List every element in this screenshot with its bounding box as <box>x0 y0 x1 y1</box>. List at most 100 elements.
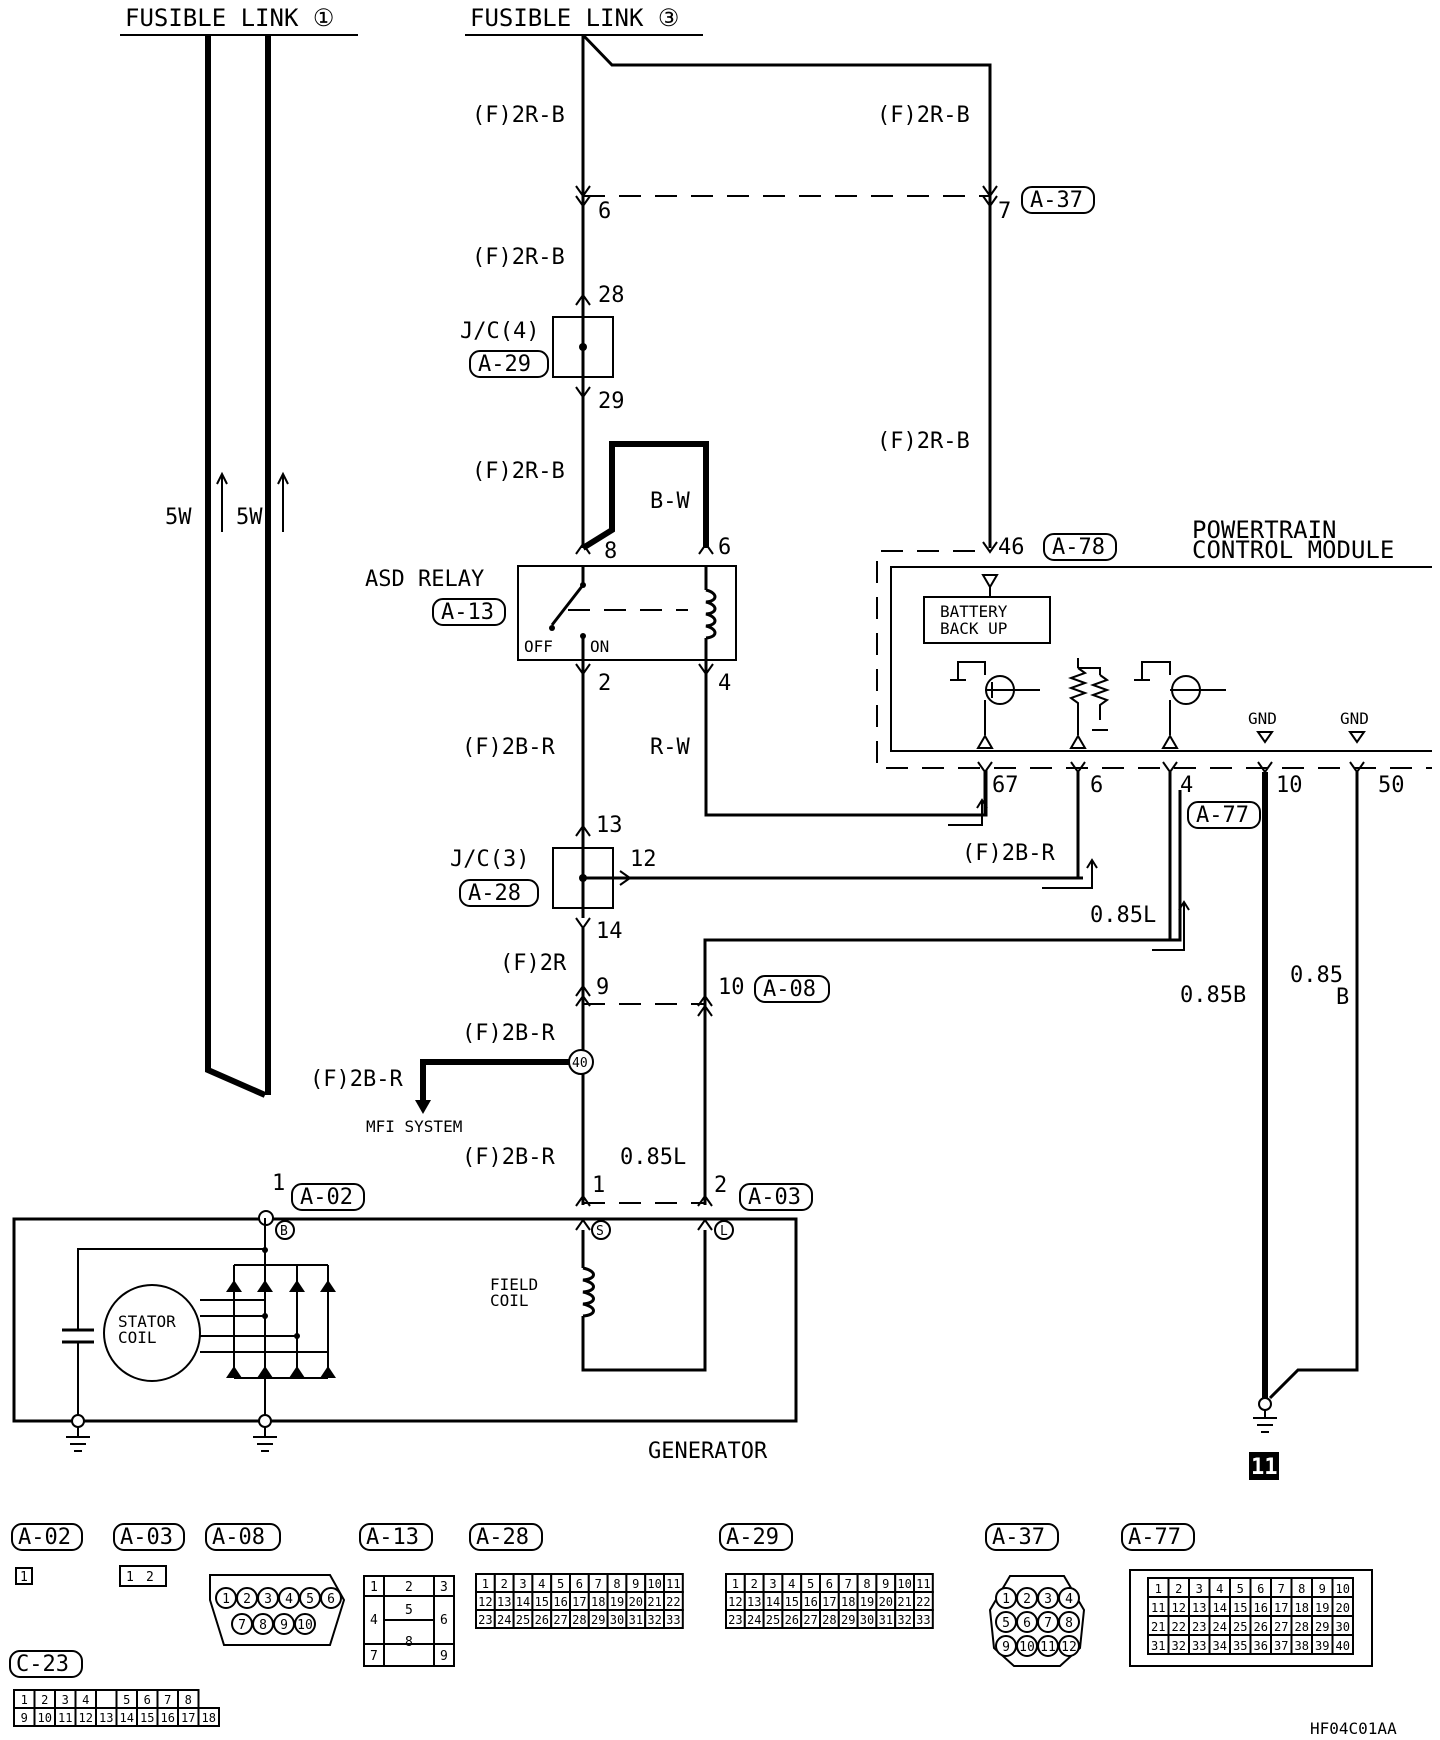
pcm-label-2: CONTROL MODULE <box>1192 536 1394 564</box>
view-a77-pin: 35 <box>1233 1639 1247 1653</box>
pin-14: 14 <box>596 919 623 944</box>
view-c23-cell <box>197 1707 220 1727</box>
pin-2-relay: 2 <box>598 671 611 696</box>
view-a77-pin: 1 <box>1155 1582 1162 1596</box>
pin-4-relay: 4 <box>718 671 731 696</box>
view-a77-label: A-77 <box>1128 1525 1181 1550</box>
mfi-system-label: MFI SYSTEM <box>366 1117 462 1136</box>
wire-label-085l-2: 0.85L <box>1090 903 1156 928</box>
view-a28-pin: 12 <box>478 1595 492 1609</box>
wire-label-f2br-1: (F)2B-R <box>462 735 555 760</box>
asd-relay-box <box>517 565 737 661</box>
view-a77-pin: 23 <box>1192 1620 1206 1634</box>
asd-relay-label: ASD RELAY <box>365 567 484 592</box>
view-a77-pin: 5 <box>1237 1582 1244 1596</box>
view-a02-label: A-02 <box>18 1525 71 1550</box>
relay-on-label: ON <box>590 637 609 656</box>
terminal-l-label: L <box>720 1224 728 1239</box>
jc4-label: J/C(4) <box>460 319 539 344</box>
connector-a37-label: A-37 <box>1030 188 1083 213</box>
view-a77-pin: 28 <box>1295 1620 1309 1634</box>
view-a77-pin: 39 <box>1315 1639 1329 1653</box>
view-a29-pin: 6 <box>826 1577 833 1591</box>
view-a29-pin: 25 <box>766 1613 780 1627</box>
connector-tag-a29 <box>469 350 549 378</box>
view-a29-pin: 22 <box>916 1595 930 1609</box>
figure-code: HF04C01AA <box>1310 1719 1397 1738</box>
view-a28-pin: 20 <box>629 1595 643 1609</box>
view-a08-pin: 2 <box>243 1592 251 1607</box>
fusible-link-1-label: FUSIBLE LINK ① <box>125 4 334 32</box>
view-a28-pin: 2 <box>501 1577 508 1591</box>
view-a08-pin-circle <box>294 1613 316 1635</box>
view-a37-pin: 12 <box>1061 1640 1077 1655</box>
view-a77-pin: 3 <box>1196 1582 1203 1596</box>
connector-tag-a77 <box>1187 801 1261 829</box>
view-a28-pin: 26 <box>535 1613 549 1627</box>
wire-label-085-top: 0.85 <box>1290 963 1343 988</box>
view-a77-pin: 38 <box>1295 1639 1309 1653</box>
pin-10-a08: 10 <box>718 975 745 1000</box>
wire-label-5w-b: 5W <box>236 505 263 530</box>
view-a29-pin: 8 <box>863 1577 870 1591</box>
view-a29-pin: 16 <box>803 1595 817 1609</box>
wire-label-085l-1: 0.85L <box>620 1145 686 1170</box>
view-a77-pin: 32 <box>1172 1639 1186 1653</box>
view-a29-pin: 15 <box>785 1595 799 1609</box>
connector-tag-a02 <box>291 1183 365 1211</box>
view-c23-pin: 5 <box>123 1693 130 1707</box>
view-a77-pin: 9 <box>1319 1582 1326 1596</box>
junction-connector-4: 28 29 J/C(4) A-29 <box>460 283 625 414</box>
stator-coil-label-1: STATOR <box>118 1312 176 1331</box>
view-a28-pin: 8 <box>613 1577 620 1591</box>
view-a77-pin: 22 <box>1172 1620 1186 1634</box>
view-c23-pin: 11 <box>58 1711 72 1725</box>
fusible-link-3-label: FUSIBLE LINK ③ <box>470 4 679 32</box>
view-a28-pin: 27 <box>553 1613 567 1627</box>
view-a03-label: A-03 <box>120 1525 173 1550</box>
ground-ref-box <box>1249 1452 1279 1480</box>
view-a37-pin: 5 <box>1002 1616 1010 1631</box>
view-a08-pin: 4 <box>285 1592 293 1607</box>
view-a77-pin: 21 <box>1151 1620 1165 1634</box>
view-a28-pin: 22 <box>666 1595 680 1609</box>
terminal-s-label: S <box>596 1224 604 1239</box>
junction-connector-3: 13 12 14 J/C(3) A-28 <box>450 813 1083 944</box>
pin-8: 8 <box>604 539 617 564</box>
view-a37-pin: 1 <box>1002 1592 1010 1607</box>
view-a28-pin: 3 <box>519 1577 526 1591</box>
view-a29-pin: 29 <box>841 1613 855 1627</box>
view-c23-pin: 18 <box>202 1711 216 1725</box>
view-a28-pin: 31 <box>629 1613 643 1627</box>
view-a29-pin: 20 <box>879 1595 893 1609</box>
pin-1-a03: 1 <box>592 1173 605 1198</box>
view-a28-pin: 14 <box>516 1595 530 1609</box>
connector-a29-label: A-29 <box>478 352 531 377</box>
generator-feed: (F)2R 9 10 A-08 (F)2B-R 40 (F)2B-R MFI S… <box>310 790 1182 1211</box>
view-a28-pin: 28 <box>572 1613 586 1627</box>
view-a03-pin-1: 1 <box>126 1570 134 1585</box>
view-a37-pin: 2 <box>1023 1592 1031 1607</box>
view-a77-pin: 16 <box>1254 1601 1268 1615</box>
connector-a13-label: A-13 <box>441 600 494 625</box>
view-a28-pin: 16 <box>553 1595 567 1609</box>
view-c23-pin: 12 <box>79 1711 93 1725</box>
wire-label-b-bottom: B <box>1336 985 1349 1010</box>
wire-label-bw: B-W <box>650 489 690 514</box>
pin-2-a03: 2 <box>714 1173 727 1198</box>
view-a29-pin: 21 <box>897 1595 911 1609</box>
view-a77-pin: 26 <box>1254 1620 1268 1634</box>
relay-off-label: OFF <box>524 637 553 656</box>
view-a77-pin: 24 <box>1213 1620 1227 1634</box>
pin-7: 7 <box>998 199 1011 224</box>
connector-tag-a28 <box>459 879 539 907</box>
view-a29-pin: 24 <box>747 1613 761 1627</box>
view-a03-pin-2: 2 <box>146 1570 154 1585</box>
view-a28-pin: 30 <box>610 1613 624 1627</box>
view-a28-pin: 1 <box>482 1577 489 1591</box>
pin-1-a02: 1 <box>272 1171 285 1196</box>
pin-28: 28 <box>598 283 625 308</box>
view-a77-pin: 8 <box>1298 1582 1305 1596</box>
connector-a77-label: A-77 <box>1196 803 1249 828</box>
view-a13-pin-4: 4 <box>370 1613 378 1628</box>
